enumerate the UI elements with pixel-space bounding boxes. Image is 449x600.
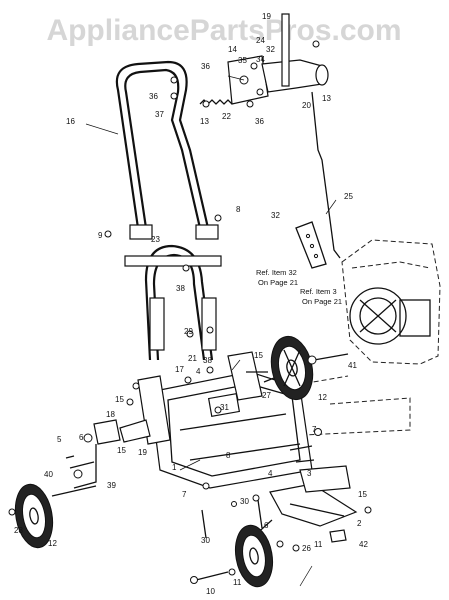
callout-22: 22 [222, 112, 231, 121]
wheel-rear-bottom [234, 524, 274, 588]
callout-41: 41 [348, 361, 357, 370]
callout-15: 15 [117, 446, 126, 455]
callout-8: 8 [236, 205, 241, 214]
callout-4: 4 [196, 367, 201, 376]
callout-38: 38 [176, 284, 185, 293]
ref-item-3-line2: On Page 21 [302, 297, 342, 306]
callout-30: 30 [201, 536, 210, 545]
callout-19: 19 [262, 12, 271, 21]
callout-31: 31 [220, 403, 229, 412]
callouts: 19 24 32 14 35 34 20 13 36 36 37 13 22 3… [14, 12, 368, 596]
callout-36: 36 [149, 92, 158, 101]
watermark-text: AppliancePartsPros.com [46, 14, 401, 47]
callout-12: 12 [48, 539, 57, 548]
callout-39: 39 [107, 481, 116, 490]
callout-7: 7 [312, 425, 317, 434]
callout-27: 27 [262, 391, 271, 400]
callout-4: 4 [268, 469, 273, 478]
callout-13: 13 [200, 117, 209, 126]
callout-15: 15 [115, 395, 124, 404]
front-axle [51, 419, 151, 497]
leader-lines [85, 75, 337, 587]
callout-12: 12 [318, 393, 327, 402]
callout-34: 34 [256, 55, 265, 64]
callout-20: 20 [302, 101, 311, 110]
callout-16: 16 [66, 117, 75, 126]
ref-item-32-line2: On Page 21 [258, 278, 298, 287]
callout-5: 5 [57, 435, 62, 444]
callout-9: 9 [98, 231, 103, 240]
callout-18: 18 [106, 410, 115, 419]
callout-32: 32 [266, 45, 275, 54]
callout-7: 7 [182, 490, 187, 499]
callout-2: 2 [357, 519, 362, 528]
callout-32: 32 [271, 211, 280, 220]
upper-handle [115, 60, 219, 240]
callout-38: 38 [203, 356, 212, 365]
callout-24: 24 [256, 36, 265, 45]
callout-11: 11 [314, 540, 323, 549]
callout-29: 29 [184, 327, 193, 336]
wheel-rear-top [270, 335, 314, 401]
lower-handle [124, 244, 222, 361]
callout-10: 10 [206, 587, 215, 596]
callout-19: 19 [138, 448, 147, 457]
reference-notes: Ref. Item 32 On Page 21 Ref. Item 3 On P… [256, 268, 342, 306]
callout-11: 11 [233, 578, 242, 587]
control-bracket [227, 13, 329, 105]
fasteners [8, 40, 372, 584]
ref-item-32-line1: Ref. Item 32 [256, 268, 297, 277]
callout-26: 26 [302, 544, 311, 553]
callout-23: 23 [151, 235, 160, 244]
callout-13: 13 [322, 94, 331, 103]
callout-6: 6 [79, 433, 84, 442]
wheel-front-left [14, 483, 54, 549]
callout-15: 15 [254, 351, 263, 360]
callout-6: 6 [264, 521, 269, 530]
callout-30: 30 [240, 497, 249, 506]
control-rod [295, 91, 341, 269]
callout-21: 21 [188, 354, 197, 363]
callout-37: 37 [155, 110, 164, 119]
callout-36: 36 [255, 117, 264, 126]
callout-8: 8 [226, 451, 231, 460]
callout-14: 14 [228, 45, 237, 54]
callout-42: 42 [359, 540, 368, 549]
engine-reference [239, 239, 441, 439]
callout-40: 40 [44, 470, 53, 479]
callout-35: 35 [238, 56, 247, 65]
callout-15: 15 [358, 490, 367, 499]
callout-3: 3 [307, 469, 312, 478]
ref-item-3-line1: Ref. Item 3 [300, 287, 337, 296]
callout-28: 28 [14, 526, 23, 535]
callout-25: 25 [344, 192, 353, 201]
callout-17: 17 [175, 365, 184, 374]
callout-36: 36 [201, 62, 210, 71]
callout-1: 1 [172, 463, 177, 472]
